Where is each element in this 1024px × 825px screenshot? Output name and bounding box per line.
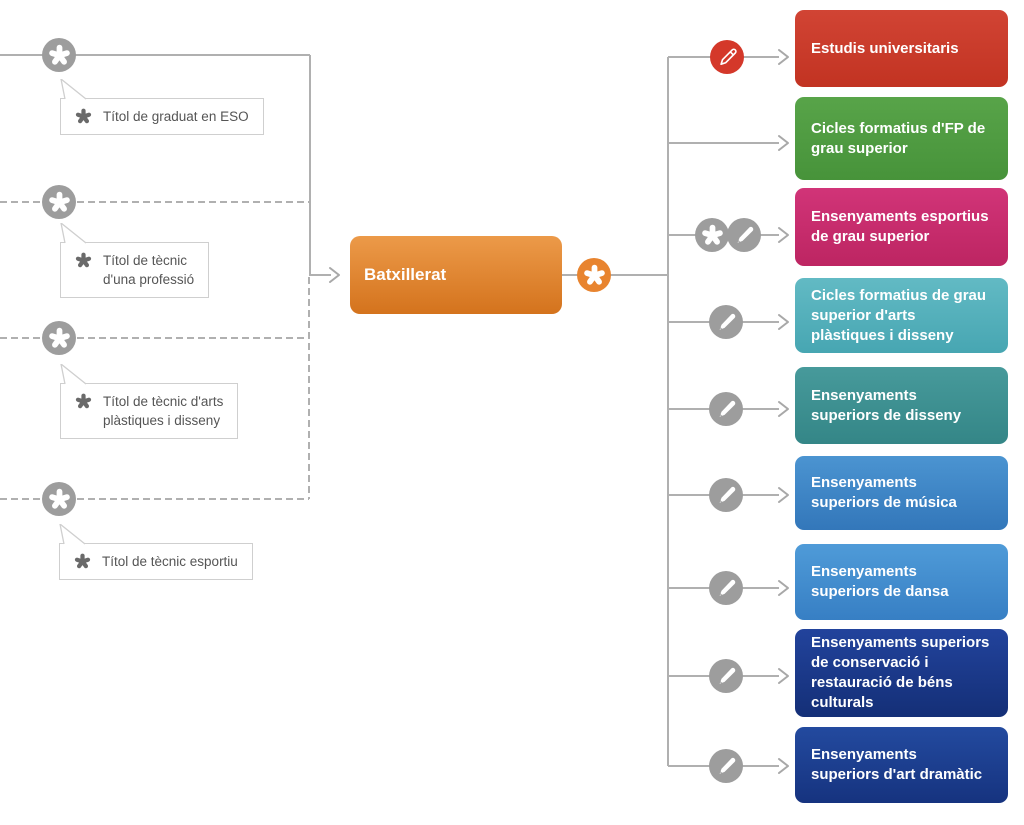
label-pointer xyxy=(60,364,87,385)
pencil-icon xyxy=(718,756,736,774)
asterisk-icon xyxy=(48,44,71,67)
asterisk-icon xyxy=(75,393,92,410)
output-label: Ensenyaments superiors de disseny xyxy=(811,386,962,424)
output-box-conservacio-restauracio[interactable]: Ensenyaments superiors de conservació i … xyxy=(795,629,1008,717)
output-label: Ensenyaments superiors d'art dramàtic xyxy=(811,746,983,783)
input-node-2 xyxy=(42,185,76,219)
label-pointer xyxy=(59,524,86,545)
asterisk-icon xyxy=(75,108,92,125)
input-label-tecnic-arts: Títol de tècnic d'arts plàstiques i diss… xyxy=(60,364,239,439)
pencil-icon xyxy=(718,485,736,503)
pencil-badge-gray xyxy=(709,571,743,605)
pencil-icon xyxy=(719,47,737,65)
asterisk-icon xyxy=(701,224,724,247)
batxillerat-node[interactable]: Batxillerat xyxy=(350,236,562,314)
asterisk-icon xyxy=(48,327,71,350)
pencil-icon xyxy=(718,578,736,596)
input-node-3 xyxy=(42,321,76,355)
exam-badge-red xyxy=(710,40,744,74)
batxillerat-asterisk-badge xyxy=(577,258,611,292)
input-label-text: Títol de tècnic d'arts plàstiques i diss… xyxy=(103,394,224,428)
asterisk-badge-gray xyxy=(695,218,729,252)
output-box-superiors-musica[interactable]: Ensenyaments superiors de música xyxy=(795,456,1008,530)
output-box-cicles-fp-superior[interactable]: Cicles formatius d'FP de grau superior xyxy=(795,97,1008,180)
output-label: Ensenyaments superiors de dansa xyxy=(811,563,949,600)
label-pointer xyxy=(60,223,87,244)
output-label: Estudis universitaris xyxy=(811,39,959,57)
asterisk-icon xyxy=(75,252,92,269)
label-pointer xyxy=(60,79,87,100)
output-box-esportius-superior[interactable]: Ensenyaments esportius de grau superior xyxy=(795,188,1008,266)
output-box-superiors-disseny[interactable]: Ensenyaments superiors de disseny xyxy=(795,367,1008,444)
pencil-badge-gray xyxy=(709,392,743,426)
input-node-1 xyxy=(42,38,76,72)
output-label: Cicles formatius d'FP de grau superior xyxy=(811,119,986,157)
pencil-icon xyxy=(718,666,736,684)
output-box-superiors-dansa[interactable]: Ensenyaments superiors de dansa xyxy=(795,544,1008,620)
output-box-estudis-universitaris[interactable]: Estudis universitaris xyxy=(795,10,1008,87)
pencil-badge-gray xyxy=(709,659,743,693)
pencil-badge-gray xyxy=(727,218,761,252)
input-label-text: Títol de tècnic esportiu xyxy=(102,554,238,569)
output-box-cicles-arts-plastiques[interactable]: Cicles formatius de grau superior d'arts… xyxy=(795,278,1008,353)
pencil-badge-gray xyxy=(709,478,743,512)
input-label-eso: Títol de graduat en ESO xyxy=(60,79,264,135)
output-box-art-dramatic[interactable]: Ensenyaments superiors d'art dramàtic xyxy=(795,727,1008,803)
batxillerat-label: Batxillerat xyxy=(364,265,447,284)
output-label: Ensenyaments esportius de grau superior xyxy=(811,208,989,245)
pencil-badge-gray xyxy=(709,305,743,339)
asterisk-icon xyxy=(48,191,71,214)
output-label: Ensenyaments superiors de música xyxy=(811,474,957,511)
asterisk-icon xyxy=(48,488,71,511)
asterisk-icon xyxy=(74,553,91,570)
pencil-badge-gray xyxy=(709,749,743,783)
pencil-icon xyxy=(718,312,736,330)
pencil-icon xyxy=(736,225,754,243)
output-label: Ensenyaments superiors de conservació i … xyxy=(811,634,990,711)
asterisk-icon xyxy=(583,264,606,287)
pencil-icon xyxy=(718,399,736,417)
input-label-tecnic-esportiu: Títol de tècnic esportiu xyxy=(59,524,253,580)
output-label: Cicles formatius de grau superior d'arts… xyxy=(811,286,987,344)
input-label-text: Títol de tècnic d'una professió xyxy=(103,253,195,287)
input-node-4 xyxy=(42,482,76,516)
input-label-text: Títol de graduat en ESO xyxy=(103,109,249,124)
input-label-tecnic: Títol de tècnic d'una professió xyxy=(60,223,210,298)
